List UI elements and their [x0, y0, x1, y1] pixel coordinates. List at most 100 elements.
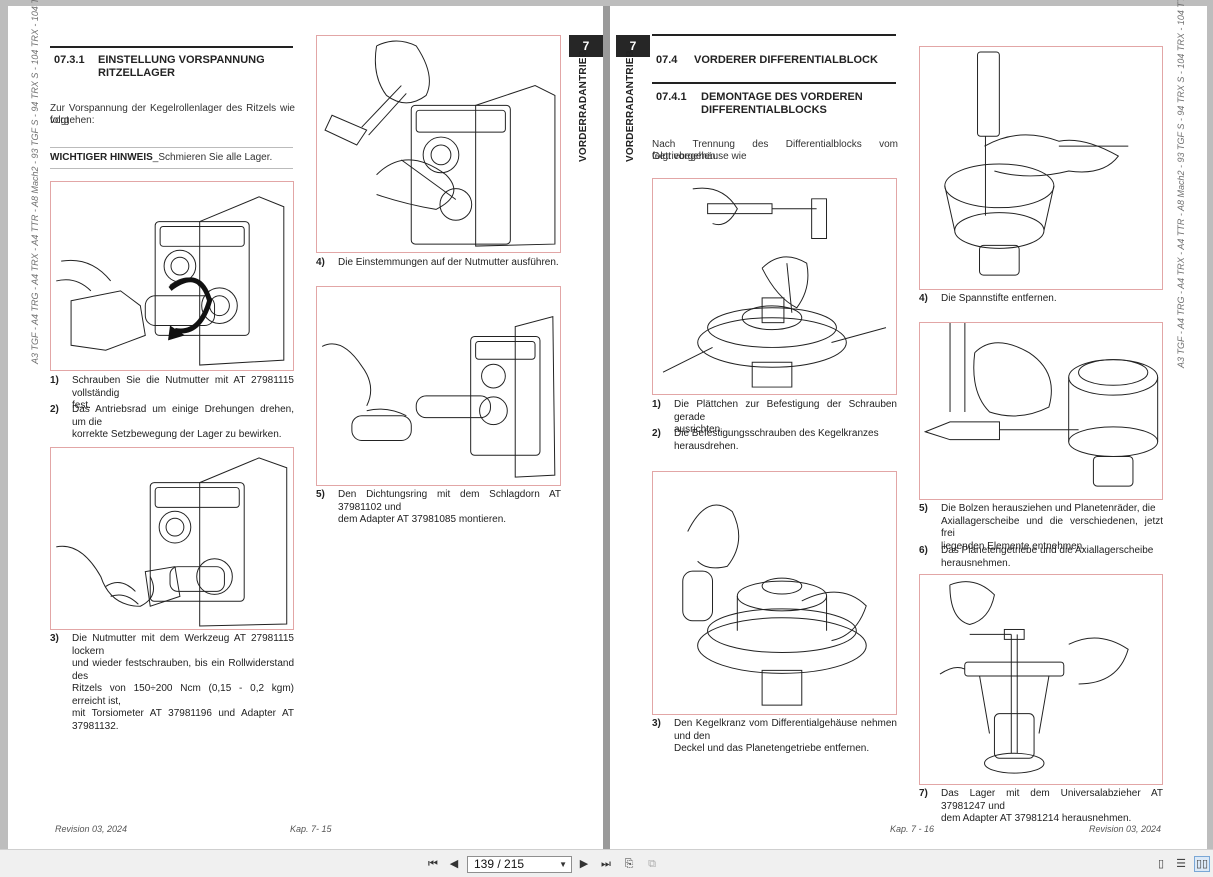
step-line: Das Lager mit dem Universalabzieher AT 3… — [941, 788, 1163, 812]
right-step-2: 2) Die Befestigungsschrauben des Kegelkr… — [652, 428, 897, 454]
figure-ring-gear-screws — [652, 178, 897, 395]
left-page: A3 TGF - A4 TRG - A4 TRX - A4 TTR - A8 M… — [8, 0, 603, 849]
step-line: Die Befestigungsschrauben des Kegelkranz… — [674, 428, 879, 439]
right-page: 7 VORDERRADANTRIEB 07.4 VORDERER DIFFERE… — [610, 0, 1207, 849]
step-line: Deckel und das Planetengetriebe entferne… — [674, 743, 870, 754]
rotate-icon[interactable]: ⎘ — [624, 858, 634, 870]
single-page-icon[interactable]: ▯ — [1157, 858, 1165, 870]
illustration-bolt-removal — [923, 323, 1159, 487]
chapter-title-vertical: VORDERRADANTRIEB — [578, 49, 589, 162]
page-gutter — [603, 6, 610, 849]
illustration-universal-puller — [939, 581, 1129, 774]
step-text: Die Plättchen zur Befestigung der Schrau… — [674, 399, 897, 437]
step-text: Die Einstemmungen auf der Nutmutter ausf… — [338, 257, 559, 268]
step-text: Das Planetengetriebe und die Axiallagers… — [941, 545, 1163, 570]
step-line: Die Bolzen herausziehen und Planetenräde… — [941, 503, 1156, 514]
illustration-drift-pins — [944, 51, 1129, 276]
section-number: 07.4 — [656, 54, 678, 66]
first-page-icon[interactable]: ⏮ — [428, 858, 438, 870]
step-line: und wieder festschrauben, bis ein Rollwi… — [72, 658, 294, 682]
step-text: Das Antriebsrad um einige Drehungen dreh… — [72, 404, 294, 442]
step-text: Schrauben Sie die Nutmutter mit AT 27981… — [72, 375, 294, 413]
model-line-left: A3 TGF - A4 TRG - A4 TRX - A4 TTR - A8 M… — [30, 0, 40, 364]
intro-text-2: vorgehen: — [50, 115, 95, 126]
figure-seal-install — [316, 286, 561, 486]
step-number: 3) — [50, 633, 59, 644]
note-text: _Schmieren Sie alle Lager. — [152, 152, 273, 163]
footer-revision: Revision 03, 2024 — [55, 824, 128, 834]
intro-text-1: Zur Vorspannung der Kegelrollenlager des… — [50, 103, 295, 126]
section-title-1: EINSTELLUNG VORSPANNUNG — [98, 54, 265, 66]
important-note: WICHTIGER HINWEIS_Schmieren Sie alle Lag… — [50, 152, 272, 163]
section-rule — [50, 46, 293, 48]
prev-page-icon[interactable]: ◀ — [449, 858, 459, 870]
step-line: herausdrehen. — [674, 440, 739, 452]
last-page-icon[interactable]: ⏭ — [601, 858, 611, 870]
step-line: herausnehmen. — [941, 557, 1011, 569]
note-rule-top — [50, 147, 293, 148]
chapter-number-box: 7 — [569, 35, 603, 57]
step-line: liegenden Elemente entnehmen. — [941, 540, 1085, 552]
page-number-select[interactable]: 139 / 215 ▼ — [467, 856, 572, 873]
right-step-3: 3) Den Kegelkranz vom Differentialgehäus… — [652, 718, 897, 754]
step-line: Den Dichtungsring mit dem Schlagdorn AT … — [338, 489, 561, 513]
step-text: Den Dichtungsring mit dem Schlagdorn AT … — [338, 489, 561, 527]
step-line: Ritzels von 150÷200 Ncm (0,15 - 0,2 kgm)… — [72, 683, 294, 707]
step-text: Den Kegelkranz vom Differentialgehäuse n… — [674, 718, 897, 756]
figure-tighten-nut — [50, 181, 294, 371]
step-line: Schrauben Sie die Nutmutter mit AT 27981… — [72, 375, 294, 399]
intro-text-1: Nach Trennung des Differentialblocks vom… — [652, 139, 898, 162]
footer-page-number: Kap. 7- 15 — [290, 824, 332, 834]
step-number: 7) — [919, 788, 928, 799]
section-number: 07.3.1 — [54, 54, 85, 66]
left-step-3: 3) Die Nutmutter mit dem Werkzeug AT 279… — [50, 633, 294, 732]
two-page-icon[interactable]: ▯▯ — [1194, 856, 1210, 872]
step-line: fest. — [72, 400, 91, 411]
step-line: Die Plättchen zur Befestigung der Schrau… — [674, 399, 897, 423]
right-step-5: 5) Die Bolzen herausziehen und Planetenr… — [919, 503, 1163, 552]
figure-remove-ring-gear — [652, 471, 897, 715]
step-line: Axiallagerscheibe und die verschiedenen,… — [941, 515, 1163, 540]
step-number: 2) — [50, 404, 59, 415]
step-number: 5) — [919, 503, 928, 514]
step-number: 5) — [316, 489, 325, 500]
note-label: WICHTIGER HINWEIS — [50, 152, 153, 163]
page-number-value: 139 / 215 — [474, 857, 525, 871]
step-number: 1) — [50, 375, 59, 386]
step-text: Die Nutmutter mit dem Werkzeug AT 279811… — [72, 633, 294, 733]
figure-torsiometer — [50, 447, 294, 630]
step-text: Die Spannstifte entfernen. — [941, 293, 1057, 304]
step-number: 4) — [919, 293, 928, 304]
next-page-icon[interactable]: ▶ — [579, 858, 589, 870]
illustration-seal-drift — [321, 316, 556, 478]
chapter-title-vertical: VORDERRADANTRIEB — [625, 49, 636, 162]
illustration-wrench-nut — [56, 196, 285, 366]
left-step-2: 2) Das Antriebsrad um einige Drehungen d… — [50, 404, 294, 440]
step-text: Die Bolzen herausziehen und Planetenräde… — [941, 503, 1163, 553]
left-step-1: 1) Schrauben Sie die Nutmutter mit AT 27… — [50, 375, 294, 411]
figure-pull-bolts — [919, 322, 1163, 500]
step-number: 4) — [316, 257, 325, 268]
step-text: Das Lager mit dem Universalabzieher AT 3… — [941, 788, 1163, 826]
illustration-hammer-staking — [324, 40, 556, 247]
left-step-5: 5) Den Dichtungsring mit dem Schlagdorn … — [316, 489, 561, 525]
illustration-mallet-housing — [682, 504, 867, 706]
subsection-title-1: DEMONTAGE DES VORDEREN — [701, 91, 863, 103]
step-line: Das Planetengetriebe und die Axiallagers… — [941, 545, 1154, 556]
illustration-torsiometer — [56, 457, 288, 627]
chapter-number-box: 7 — [616, 35, 650, 57]
copy-icon[interactable]: ⧉ — [648, 858, 656, 870]
section-rule — [652, 34, 896, 36]
figure-bearing-puller — [919, 574, 1163, 785]
right-step-1: 1) Die Plättchen zur Befestigung der Sch… — [652, 399, 897, 435]
step-number: 2) — [652, 428, 661, 439]
step-line: korrekte Setzbewegung der Lager zu bewir… — [72, 429, 282, 440]
subsection-number: 07.4.1 — [656, 91, 687, 103]
right-step-4: 4) Die Spannstifte entfernen. — [919, 293, 1163, 307]
figure-staking — [316, 35, 561, 253]
left-step-4: 4) Die Einstemmungen auf der Nutmutter a… — [316, 257, 561, 271]
step-line: ausrichten. — [674, 424, 723, 435]
continuous-icon[interactable]: ☰ — [1176, 858, 1186, 870]
step-number: 3) — [652, 718, 661, 729]
step-line: mit Torsiometer AT 37981196 und Adapter … — [72, 708, 294, 732]
